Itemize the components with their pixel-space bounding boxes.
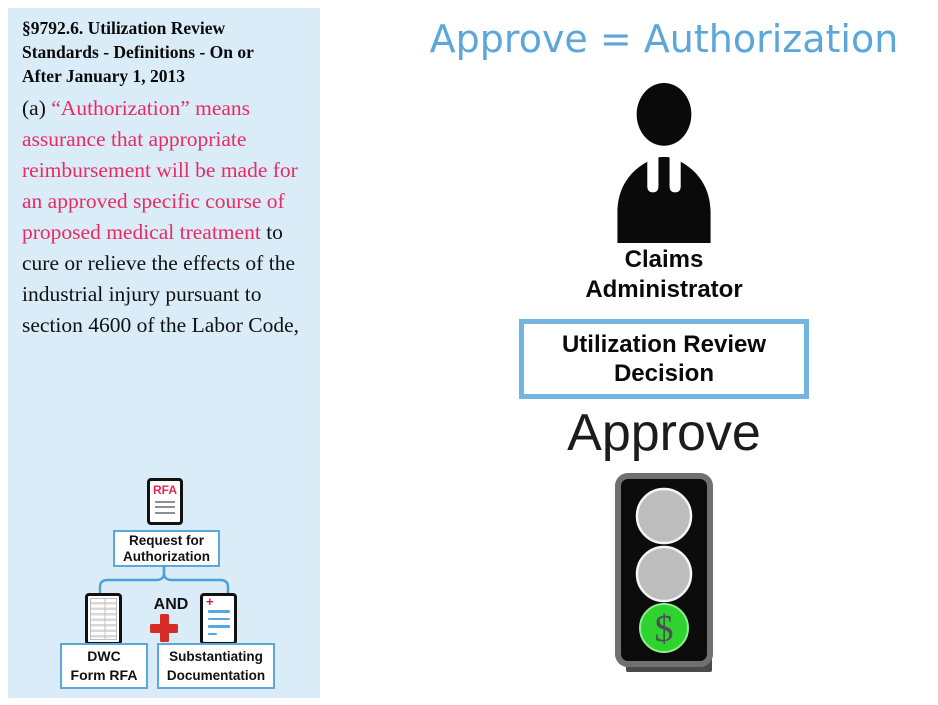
red-light-off <box>635 487 693 545</box>
statute-sidebar: §9792.6. Utilization Review Standards - … <box>8 8 320 698</box>
statute-paragraph: (a) “Authorization” means assurance that… <box>22 93 312 341</box>
doc-text-line <box>208 617 230 620</box>
statute-text-suffix: to cure or relieve the effects of the in… <box>22 220 300 337</box>
green-light-on <box>639 603 689 653</box>
traffic-light-icon: $ <box>615 473 713 672</box>
statute-heading: §9792.6. Utilization Review Standards - … <box>22 18 254 86</box>
doc-text-line <box>155 511 175 514</box>
dollar-sign: $ <box>655 608 674 650</box>
doc-text-line <box>208 610 230 613</box>
statute-text-prefix: (a) <box>22 96 52 120</box>
plus-icon <box>150 614 178 642</box>
doc-text-line <box>208 625 230 628</box>
medical-plus-icon: + <box>206 594 214 609</box>
doc-text-line <box>155 506 175 508</box>
branch-connector-lines <box>98 565 230 597</box>
decision-label: Approve <box>567 404 761 462</box>
yellow-light-off <box>635 545 693 603</box>
claims-administrator-icon <box>617 83 711 243</box>
dwc-form-icon <box>85 593 122 645</box>
substantiating-documentation-box: Substantiating Documentation <box>157 643 275 689</box>
rfa-doc-label: RFA <box>153 483 177 497</box>
utilization-review-decision-box: Utilization Review Decision <box>519 319 809 399</box>
form-grid <box>90 598 117 640</box>
request-for-authorization-box: Request for Authorization <box>113 530 220 567</box>
and-label: AND <box>153 596 189 613</box>
doc-text-line <box>155 500 175 503</box>
doc-text-line <box>208 632 217 635</box>
substantiating-doc-icon: + <box>200 593 237 645</box>
dwc-form-rfa-box: DWC Form RFA <box>60 643 148 689</box>
statute-text-highlight: “Authorization” means assurance that app… <box>22 96 298 244</box>
rfa-document-icon: RFA <box>147 478 183 525</box>
actor-label: Claims Administrator <box>585 246 743 303</box>
slide-main-area: Approve = Authorization Claims Administr… <box>390 0 938 705</box>
slide-title: Approve = Authorization <box>429 17 899 61</box>
